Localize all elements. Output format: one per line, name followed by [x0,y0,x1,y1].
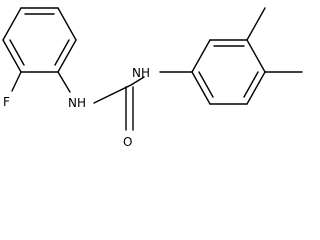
c-f-bond [11,71,22,92]
fluorophenyl-ring [2,7,77,73]
carbonyl-n-bond [130,76,145,86]
amide-nh-left-label: NH [68,96,86,110]
carbonyl-oxygen-label: O [123,135,132,149]
ring2-bond [246,71,266,105]
n-carbonyl-bond [93,84,132,104]
ring2-inner-bond [198,71,214,98]
chemical-structure-diagram: F NH NH O [2,7,303,149]
methyl-3-bond [246,7,266,41]
ring2-inner-bond [243,71,259,98]
ring1-inner-bond [54,39,70,66]
amide-nh-right-label: NH [132,66,150,80]
ring2-bond [191,71,211,105]
ring1-bond [2,7,22,41]
ring1-bond [2,39,22,73]
ring1-bond [57,7,77,41]
dimethylphenyl-ring [191,39,266,105]
ring2-bond [246,39,266,73]
fluorine-label: F [3,95,10,109]
ring1-n-bond [57,71,71,93]
ring1-inner-bond [9,39,25,66]
ring2-bond [191,39,211,73]
ring1-bond [57,39,77,73]
